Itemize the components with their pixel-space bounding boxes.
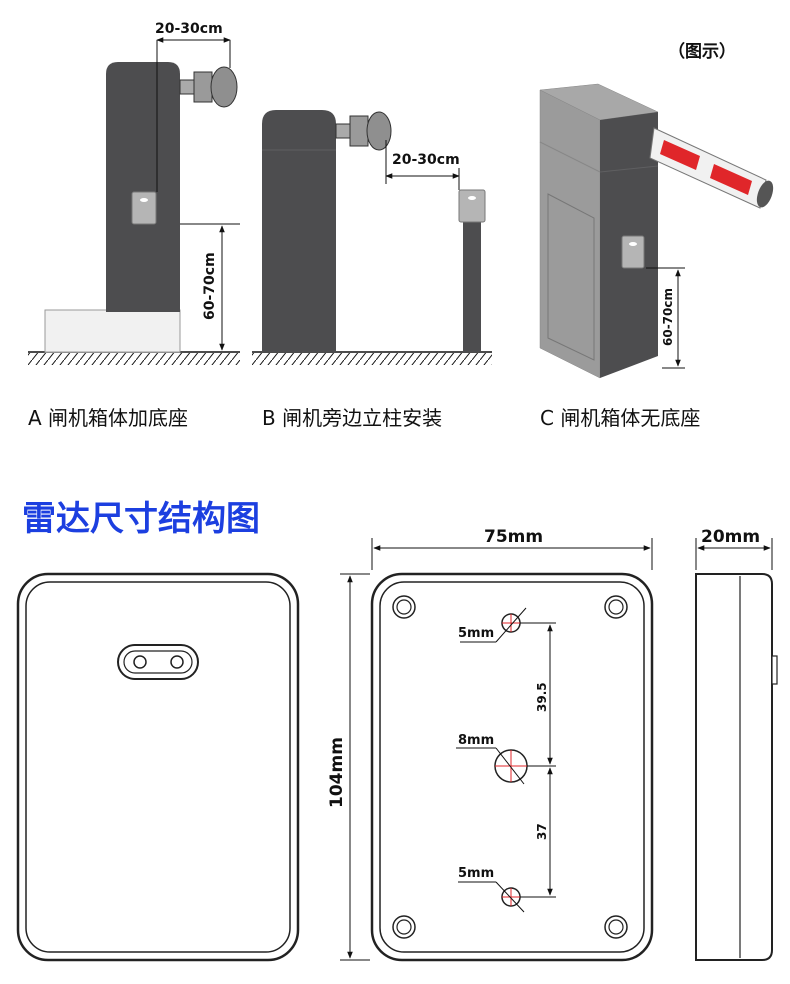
dim-horizontal-label: 20-30cm [392, 152, 460, 168]
panel-a: 20-30cm 60-70cm [28, 21, 240, 365]
section-title: 雷达尺寸结构图 [22, 499, 260, 539]
barrier-arm [649, 127, 774, 209]
corner-hole [392, 915, 416, 939]
panel-a-caption: A 闸机箱体加底座 [28, 406, 188, 430]
lens-dot [133, 655, 147, 669]
width-label: 75mm [484, 527, 543, 547]
ground-hatch [252, 353, 492, 365]
cabinet-base [44, 309, 181, 353]
radar-side-view [695, 573, 778, 961]
arm-hub [193, 71, 213, 103]
spacing-lower-label: 37 [535, 823, 549, 840]
arm-mount [179, 79, 195, 95]
hole-bottom-label: 5mm [458, 866, 494, 881]
corner-hole [392, 595, 416, 619]
panel-b-caption: B 闸机旁边立柱安装 [262, 406, 442, 430]
radar-sensor [131, 191, 157, 225]
box-side-panel [547, 193, 595, 361]
arm-cap [366, 111, 392, 151]
panel-c: （图示） 60-70cm [539, 41, 774, 379]
panel-c-caption: C 闸机箱体无底座 [540, 406, 700, 430]
arm-hub [349, 115, 369, 147]
sensor-post [463, 218, 481, 352]
hole-middle-label: 8mm [458, 733, 494, 748]
sensor-window [140, 198, 148, 202]
radar-front-view [16, 572, 300, 962]
box-seam [539, 141, 601, 173]
radar-sensor [621, 235, 645, 269]
sensor-lens [117, 644, 199, 680]
dim-vertical-label: 60-70cm [661, 288, 675, 346]
height-label: 104mm [327, 737, 347, 808]
spacing-upper-label: 39.5 [535, 682, 549, 712]
sensor-window [629, 242, 637, 246]
panel-b: 20-30cm [252, 110, 492, 365]
ground-hatch [28, 353, 240, 365]
dim-horizontal-label: 20-30cm [155, 21, 223, 37]
gate-cabinet [106, 62, 180, 312]
corner-hole [604, 915, 628, 939]
arm-cap [210, 66, 238, 108]
legend-label: （图示） [668, 41, 736, 62]
box-side-face [539, 89, 601, 379]
box-seam [599, 165, 659, 173]
corner-hole [604, 595, 628, 619]
radar-back-view: 5mm 8mm 5mm 39.5 37 [370, 572, 654, 962]
arm-mount [335, 123, 351, 139]
sensor-window [468, 196, 476, 200]
lens-dot [170, 655, 184, 669]
gate-cabinet [262, 110, 336, 352]
side-connector [771, 655, 778, 685]
depth-label: 20mm [701, 527, 760, 547]
radar-sensor [458, 189, 486, 223]
dim-vertical-label: 60-70cm [202, 252, 218, 320]
hole-top-label: 5mm [458, 626, 494, 641]
